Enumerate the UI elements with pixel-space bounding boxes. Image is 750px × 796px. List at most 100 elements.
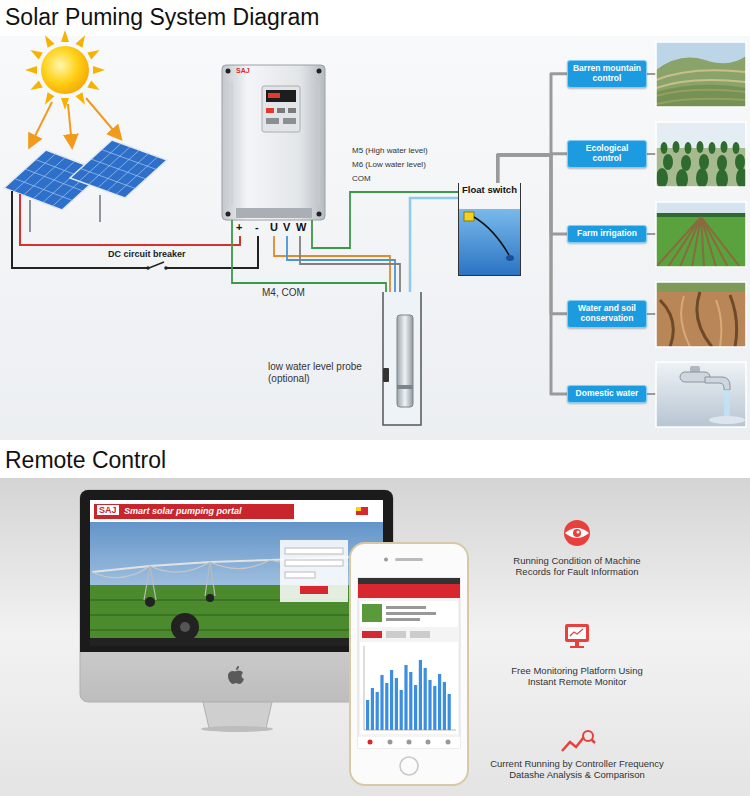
photo-trees xyxy=(709,142,716,154)
photo-mountain xyxy=(656,56,746,107)
phone xyxy=(366,660,451,730)
phone xyxy=(395,678,398,730)
solar-panels xyxy=(4,140,167,232)
terminal-label: - xyxy=(255,221,259,234)
portal-title: Smart solar pumping portal xyxy=(124,506,242,516)
phone xyxy=(371,688,374,730)
photo-trees xyxy=(656,148,746,187)
signal-label: M6 (Low water level) xyxy=(352,160,426,169)
photo-trees xyxy=(661,142,668,154)
application-label: Domestic water xyxy=(571,389,643,399)
phone xyxy=(358,584,460,598)
phone xyxy=(388,740,393,745)
feature-text: Running Condition of Machine Records for… xyxy=(502,556,652,578)
outlet-links xyxy=(647,233,656,235)
phone xyxy=(350,543,468,785)
sun xyxy=(87,47,101,60)
photo-mountain xyxy=(656,42,746,107)
sun xyxy=(25,30,120,146)
portal-screen xyxy=(90,500,383,646)
photo-trees xyxy=(697,141,704,153)
phone xyxy=(426,740,431,745)
photo-field xyxy=(656,217,746,267)
portal-screen xyxy=(285,560,343,566)
phone xyxy=(386,618,420,621)
feature-icons xyxy=(570,629,583,636)
portal-screen xyxy=(90,600,383,630)
application-label: Water and soil conservation xyxy=(571,304,643,324)
photo-trees xyxy=(717,155,727,171)
photo-trees xyxy=(696,168,708,187)
portal-screen xyxy=(206,594,214,602)
sun xyxy=(28,47,42,60)
phone xyxy=(358,578,460,748)
phone xyxy=(368,740,373,745)
photo-frame xyxy=(656,122,746,187)
sun xyxy=(30,102,52,146)
solar-panels xyxy=(70,140,167,198)
solar-panels xyxy=(29,200,31,232)
dc-wiring xyxy=(164,266,168,270)
photo-trees xyxy=(656,168,668,187)
photo-tap xyxy=(709,416,745,424)
outlet-links xyxy=(647,153,656,155)
phone xyxy=(400,757,418,775)
photo-frame xyxy=(656,42,746,107)
portal-screen xyxy=(285,548,343,554)
imac xyxy=(228,666,244,684)
well xyxy=(397,315,413,407)
photo-tap xyxy=(656,362,746,427)
probe-label: low water level probe (optional) xyxy=(268,361,378,384)
terminal-label: V xyxy=(283,221,290,234)
backgrounds xyxy=(0,36,750,796)
photo-trees xyxy=(736,168,746,187)
phone xyxy=(446,740,451,745)
feature-icons xyxy=(577,531,580,534)
diagram-title: Solar Puming System Diagram xyxy=(5,4,319,31)
outlet-links xyxy=(647,74,656,394)
sun xyxy=(76,33,89,47)
backgrounds xyxy=(0,36,750,440)
imac xyxy=(80,490,393,732)
phone xyxy=(386,631,406,638)
inverter xyxy=(266,108,274,113)
phone xyxy=(400,690,403,730)
phone xyxy=(448,694,451,730)
inverter xyxy=(228,82,319,205)
brand-logo: SAJ xyxy=(97,505,119,515)
sun xyxy=(61,30,69,42)
photo-frame xyxy=(656,282,746,347)
photo-mountain xyxy=(656,42,746,107)
application-box: Barren mountain control xyxy=(567,60,647,88)
terminal-label: U xyxy=(270,221,278,234)
sun xyxy=(86,98,120,138)
well xyxy=(383,292,421,425)
float-switch-symbol xyxy=(474,217,509,255)
water-pipe xyxy=(498,154,567,183)
photo-frame xyxy=(656,362,746,427)
sun xyxy=(28,81,42,94)
feature-text: Free Monitoring Platform Using Instant R… xyxy=(502,666,652,688)
outlet-links xyxy=(647,313,656,315)
phone xyxy=(385,683,388,730)
tank-label: Float switch xyxy=(459,183,520,198)
phone xyxy=(364,646,456,730)
dc-wiring xyxy=(149,262,164,268)
sun xyxy=(87,81,101,94)
solar-panels xyxy=(70,140,167,198)
photo-tap xyxy=(656,362,746,427)
pump-wiring xyxy=(232,192,458,368)
portal-screen xyxy=(144,562,215,600)
phone xyxy=(410,631,430,638)
phone xyxy=(362,631,382,638)
float-switch-symbol xyxy=(459,183,519,273)
inverter xyxy=(266,118,279,124)
photo-trees xyxy=(656,141,746,187)
photo-soil xyxy=(656,282,746,347)
inverter xyxy=(268,93,280,98)
photo-trees xyxy=(716,169,728,187)
portal-screen xyxy=(285,572,315,578)
photo-trees xyxy=(685,142,692,154)
